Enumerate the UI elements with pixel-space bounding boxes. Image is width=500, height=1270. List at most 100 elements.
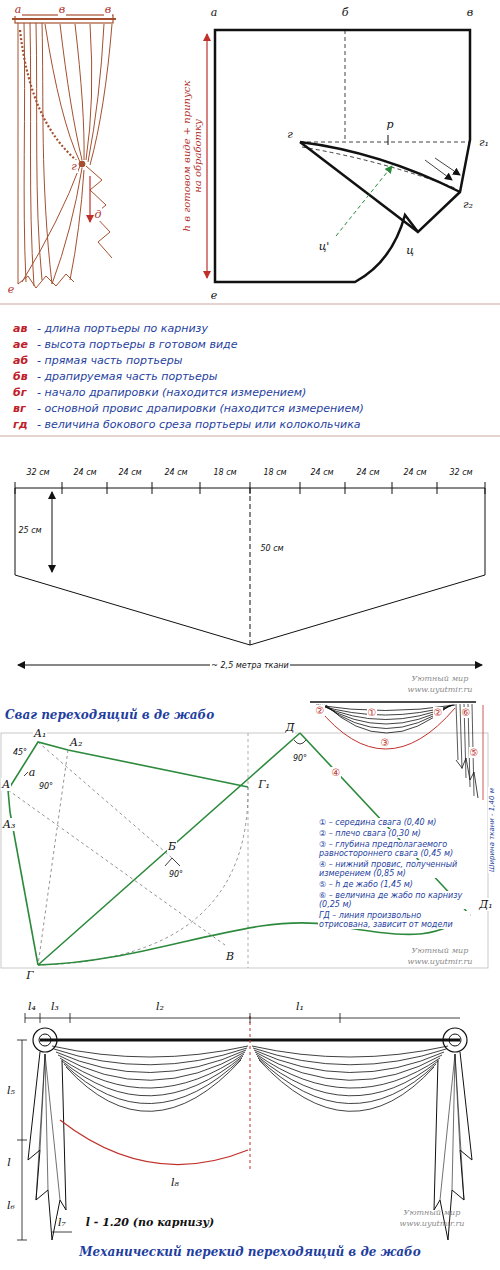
fold-line xyxy=(66,1060,241,1111)
point-letter: В xyxy=(225,950,235,963)
jabot-pattern xyxy=(1,702,488,968)
watermark: Уютный мир xyxy=(411,946,470,955)
pattern-outline xyxy=(215,30,470,282)
fold-line xyxy=(64,1058,242,1104)
divider xyxy=(0,436,500,437)
dimension-label: Ширина ткани - 1,40 м xyxy=(488,787,496,873)
watermark: Уютный мир xyxy=(411,674,470,683)
dimension-label: ~ 2,5 метра ткани xyxy=(210,661,289,670)
point-letter: ц xyxy=(405,244,415,257)
point-letter: е xyxy=(210,289,219,302)
callout-number: ② xyxy=(433,707,444,718)
dimension-label: 25 см xyxy=(17,526,42,535)
dimension-label: l₁ xyxy=(295,1000,305,1013)
dimension-label: l₃ xyxy=(50,1000,60,1013)
legend-key: вг xyxy=(12,402,27,415)
watermark: www.uyutmir.ru xyxy=(407,685,474,694)
swag-pattern xyxy=(15,482,485,665)
fold-line xyxy=(52,1046,248,1057)
fold-line xyxy=(258,1058,436,1104)
legend-key: ае xyxy=(12,338,29,351)
legend-text: ⑤ – h де жабо (1,45 м) xyxy=(318,880,414,889)
dimension-label: l₈ xyxy=(170,1176,180,1189)
point-letter: г₁ xyxy=(478,136,490,149)
dimension-label: 24 см xyxy=(402,468,427,477)
legend-text: - основной провис драпировки (находится … xyxy=(36,402,365,415)
fold-line xyxy=(324,705,451,729)
watermark: Уютный мир xyxy=(403,1208,462,1217)
dimension-label: l - 1.20 (по карнизу) xyxy=(85,1216,215,1229)
fabric-folds xyxy=(28,704,478,1240)
dimension-label: l₄ xyxy=(27,1000,37,1013)
point-letter: А xyxy=(1,778,11,791)
point-letter: а xyxy=(210,6,219,19)
fold-line xyxy=(62,1056,243,1096)
legend-text: ГД – линия произвольно отрисована, завис… xyxy=(318,911,470,929)
dimension-label: 32 см xyxy=(25,468,50,477)
legend-key: гд xyxy=(12,418,29,431)
arrow xyxy=(336,166,392,236)
fold-line xyxy=(456,704,458,760)
point-letter: р xyxy=(385,118,394,131)
dimension-label: 45° xyxy=(12,748,28,757)
legend-key: бг xyxy=(12,386,27,399)
point-letter: г xyxy=(286,128,294,141)
dimension-label: l xyxy=(6,1156,12,1169)
point-letter: Б xyxy=(167,840,177,853)
point-letter: А₂ xyxy=(69,736,84,749)
legend-text: - величина бокового среза портьеры или к… xyxy=(36,418,362,431)
legend-key: бв xyxy=(12,370,29,383)
divider xyxy=(0,304,500,305)
fold-line xyxy=(456,758,478,798)
fold-line xyxy=(455,1054,464,1200)
point-letter: а xyxy=(14,3,23,16)
dimension-label: l₆ xyxy=(6,1199,16,1212)
legend-text: ④ – нижний провис, полученный измерением… xyxy=(318,860,470,878)
callout-number: ⑥ xyxy=(461,707,472,718)
dimension-label: 32 см xyxy=(448,468,473,477)
legend-text: ⑥ – величина де жабо по карнизу (0,25 м) xyxy=(318,891,470,909)
point-letter: Д xyxy=(285,721,296,734)
dimension-label: 24 см xyxy=(163,468,188,477)
dimension-label: 24 см xyxy=(309,468,334,477)
dimension-label: 24 см xyxy=(72,468,97,477)
legend-text: ① – середина свага (0,40 м) xyxy=(318,818,437,827)
point-letter: А₃ xyxy=(2,818,17,831)
fold-line xyxy=(252,1046,448,1057)
watermark: www.uyutmir.ru xyxy=(407,957,474,966)
fold-line xyxy=(322,705,452,724)
dimension-label: 18 см xyxy=(262,468,287,477)
dimension-label: 90° xyxy=(292,754,308,763)
fold-line xyxy=(255,1052,442,1080)
dimension-label: 24 см xyxy=(117,468,142,477)
legend-text: ② – плечо свага (0,30 м) xyxy=(318,829,422,838)
dimension-label: 50 см xyxy=(259,544,284,553)
dimension-label: 24 см xyxy=(355,468,380,477)
point-letter: б xyxy=(341,6,350,19)
point-letter: Г xyxy=(25,969,34,982)
dimension-label: l₇ xyxy=(57,1216,67,1229)
point-letter: в xyxy=(58,3,66,16)
fold-line xyxy=(326,705,450,733)
fold-line xyxy=(259,1060,434,1111)
fold-line xyxy=(254,1050,444,1073)
point-letter: в xyxy=(466,6,474,19)
callout-number: ⑤ xyxy=(469,747,480,758)
fold-line xyxy=(28,1052,66,1240)
fold-line xyxy=(320,705,453,720)
fold-line xyxy=(45,1054,48,1190)
dimension-label: 18 см xyxy=(212,468,237,477)
dimension-label: 90° xyxy=(168,870,184,879)
legend-text: - драпируемая часть портьеры xyxy=(36,370,218,383)
callout-number: ② xyxy=(315,705,326,716)
point-letter: г xyxy=(70,160,78,173)
fold-line xyxy=(56,1050,246,1073)
legend-key: аб xyxy=(12,354,29,367)
curtain-illustration xyxy=(12,15,116,288)
fold-line xyxy=(58,1052,245,1080)
point-letter: а xyxy=(28,766,37,779)
point-letter: Г₁ xyxy=(257,778,271,791)
section-title: Сваг переходящий в де жабо xyxy=(4,708,215,722)
